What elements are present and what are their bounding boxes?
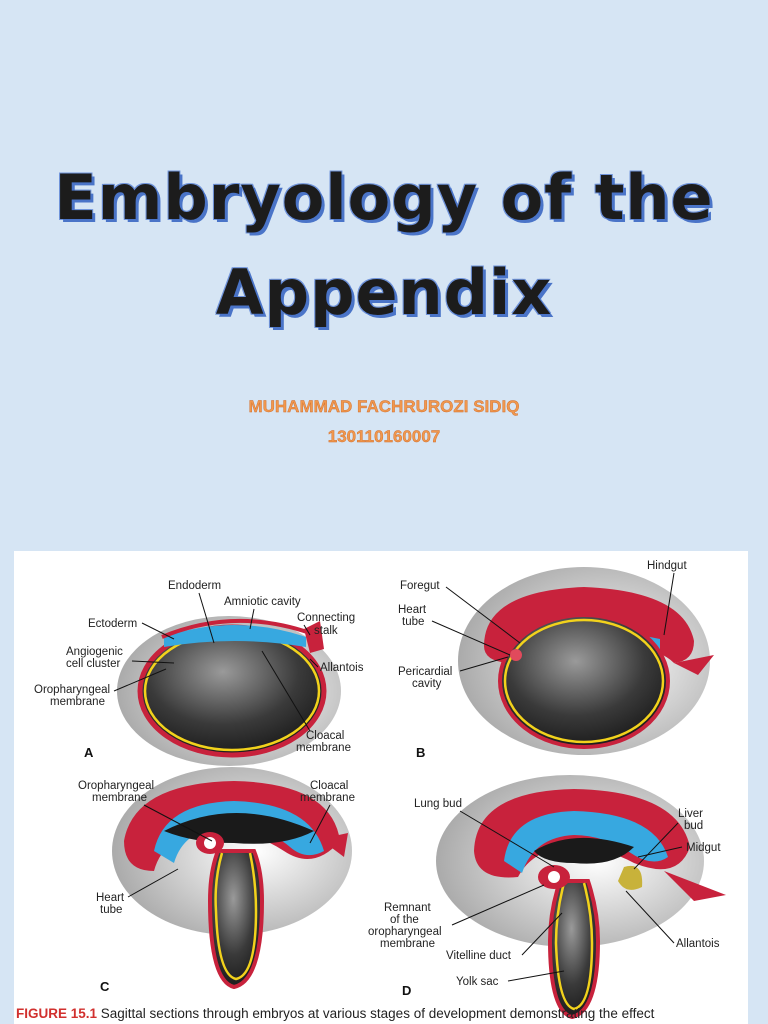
label-membrane-d: membrane [380, 938, 435, 950]
pointer-remnant [451, 884, 545, 926]
pointer-cloacal-a [261, 650, 311, 732]
label-cloacal-membrane-a: membrane [296, 742, 351, 754]
label-amniotic-cavity: Amniotic cavity [224, 596, 301, 608]
pointer-endoderm [198, 592, 215, 644]
pointer-allantois-a [309, 658, 319, 668]
label-oropharyngeal-d: oropharyngeal [368, 926, 442, 938]
label-cloacal-membrane-c: membrane [300, 792, 355, 804]
pointer-midgut [637, 846, 683, 858]
pointer-angiogenic [131, 660, 175, 664]
label-angiogenic: Angiogenic [66, 646, 123, 658]
label-heart-b: Heart [398, 604, 427, 616]
panel-d-ectoderm [504, 811, 668, 873]
panel-c-heart-lumen [204, 837, 216, 849]
label-oropharyngeal-c: Oropharyngeal [78, 780, 154, 792]
title-line-1: Embryology of the [54, 161, 714, 234]
pointer-oropharyngeal-c [143, 804, 213, 842]
panel-b-yolk [498, 613, 670, 749]
label-lung-bud: Lung bud [414, 798, 462, 810]
pointer-cloacal-c [309, 804, 331, 844]
panel-d-letter: D [402, 983, 411, 998]
label-cavity: cavity [412, 678, 442, 690]
panel-b-tail [674, 655, 714, 675]
label-connecting: Connecting [297, 612, 355, 624]
panel-a-amnion [161, 618, 311, 639]
author-id: 130110160007 [327, 427, 441, 446]
panel-d-allantois [664, 871, 726, 901]
pointer-stalk [303, 624, 311, 636]
label-ectoderm: Ectoderm [88, 618, 137, 630]
panel-c-ectoderm [154, 801, 324, 863]
pointer-lung-bud [459, 810, 555, 868]
label-endoderm: Endoderm [168, 580, 221, 592]
label-of-the: of the [390, 914, 419, 926]
pointer-heart-b [431, 620, 511, 656]
panel-d-yolk-sac [547, 879, 601, 1020]
pointer-heart-c [127, 868, 179, 898]
pointer-hindgut [663, 572, 675, 636]
label-cloacal-a: Cloacal [306, 730, 344, 742]
panel-d-heart-lumen [548, 871, 560, 883]
panel-c-drawing [112, 767, 352, 990]
label-tube-c: tube [100, 904, 122, 916]
panel-c-endoderm-line [214, 852, 258, 981]
panel-b-letter: B [416, 745, 425, 760]
figure-caption: FIGURE 15.1 Sagittal sections through em… [16, 1006, 756, 1021]
label-membrane-a: membrane [50, 696, 105, 708]
label-cloacal-c: Cloacal [310, 780, 348, 792]
panel-d-embryo-body [534, 837, 634, 864]
label-oropharyngeal-a: Oropharyngeal [34, 684, 110, 696]
label-remnant: Remnant [384, 902, 431, 914]
figure-number: FIGURE 15.1 [16, 1006, 98, 1021]
label-midgut: Midgut [686, 842, 721, 854]
panel-b-endoderm-line [503, 618, 665, 744]
panel-c-tail [320, 833, 348, 857]
panel-b-heart [510, 649, 522, 661]
pointer-allantois-d [625, 890, 675, 944]
label-yolk-sac: Yolk sac [456, 976, 499, 988]
pointer-yolk-sac [507, 970, 565, 982]
pointer-vitelline [521, 912, 563, 956]
pointer-amniotic [249, 608, 255, 630]
panel-b-drawing [458, 567, 714, 755]
pointer-ectoderm [141, 622, 175, 640]
label-vitelline-duct: Vitelline duct [446, 950, 512, 962]
panel-d-endoderm-line [554, 882, 594, 1011]
label-bud: bud [684, 820, 703, 832]
pointer-foregut [445, 586, 521, 644]
label-heart-c: Heart [96, 892, 125, 904]
author-block: MUHAMMAD FACHRUROZI SIDIQ 130110160007 [0, 392, 768, 452]
panel-a-ectoderm [164, 625, 306, 647]
label-membrane-c: membrane [92, 792, 147, 804]
label-hindgut: Hindgut [647, 560, 687, 572]
label-liver: Liver [678, 808, 703, 820]
label-allantois-a: Allantois [320, 662, 364, 674]
label-foregut: Foregut [400, 580, 440, 592]
panel-c-yolk-sac [207, 849, 265, 990]
panel-d-liver [618, 865, 643, 890]
panel-a-letter: A [84, 745, 94, 760]
label-allantois-d: Allantois [676, 938, 720, 950]
embryo-diagram: A Endoderm Amniotic cavity Ectoderm Conn… [34, 560, 726, 1020]
label-cell-cluster: cell cluster [66, 658, 120, 670]
title-line-2: Appendix [215, 256, 553, 329]
pointer-oropharyngeal-a [113, 668, 167, 692]
author-name: MUHAMMAD FACHRUROZI SIDIQ [248, 397, 520, 416]
label-stalk: stalk [314, 625, 338, 637]
panel-d-drawing [436, 775, 726, 1020]
panel-a-stalk [304, 621, 324, 653]
label-pericardial: Pericardial [398, 666, 452, 678]
pointer-liver [633, 822, 679, 870]
pointer-pericardial [459, 656, 509, 672]
label-tube-b: tube [402, 616, 424, 628]
embryo-figure: A Endoderm Amniotic cavity Ectoderm Conn… [14, 551, 748, 1024]
page-title: Embryology of the Appendix [0, 150, 768, 340]
figure-caption-text: Sagittal sections through embryos at var… [97, 1006, 655, 1021]
panel-a-drawing [117, 616, 341, 766]
panel-c-letter: C [100, 979, 110, 994]
